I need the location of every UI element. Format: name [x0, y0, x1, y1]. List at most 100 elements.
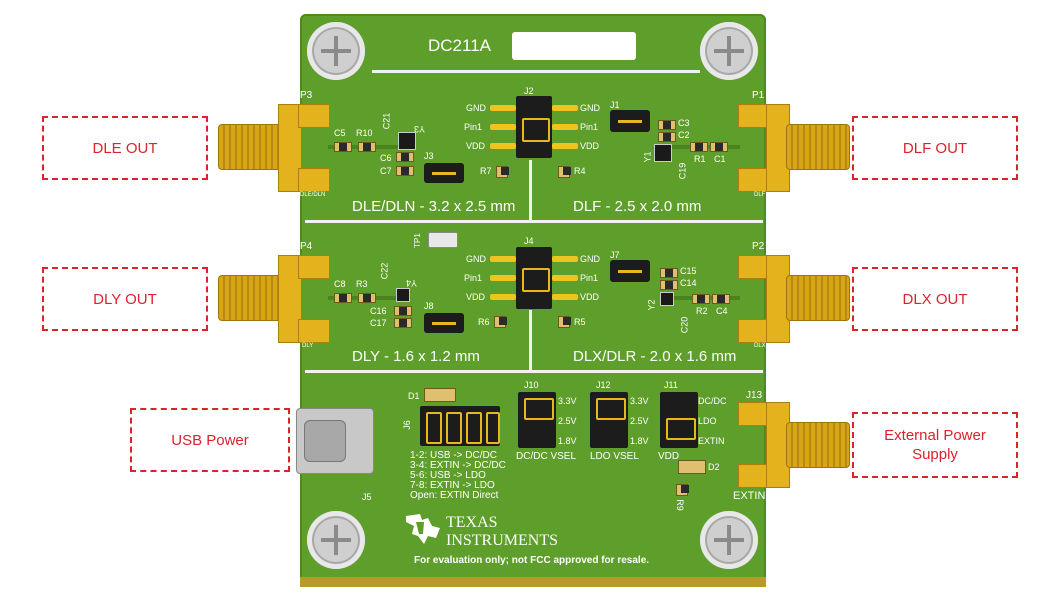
j2-label: J2: [524, 86, 534, 96]
j4-label: J4: [524, 236, 534, 246]
c2-label: C2: [678, 130, 690, 140]
c1-label: C1: [714, 154, 726, 164]
j6-label: J6: [401, 420, 412, 430]
port-p2-label: P2: [752, 241, 765, 252]
c7-label: C7: [380, 166, 392, 176]
external-power-label-line2: Supply: [912, 446, 958, 463]
port-p4-label: P4: [300, 241, 313, 252]
y1-crystal: [654, 144, 672, 162]
r3-component: [358, 293, 376, 303]
j6-legend-2: 3-4: EXTIN -> DC/DC: [410, 460, 506, 471]
board-title: DC211A: [428, 36, 491, 55]
j4-pin1-left: Pin1: [464, 273, 483, 283]
j6-jumper-cap-4: [486, 412, 500, 444]
mid-divider-2: [305, 370, 763, 373]
j10-vsel-label: DC/DC VSEL: [516, 451, 577, 462]
r4-component: [558, 166, 571, 178]
dly-out-label: DLY OUT: [93, 290, 157, 308]
j4-vdd-right: VDD: [580, 292, 600, 302]
c7-component: [396, 166, 414, 176]
y2-label: Y2: [646, 299, 657, 311]
sma-connector-p4-thread: [218, 275, 282, 321]
j2-pin-left-2: [490, 124, 516, 130]
sma-connector-j13-thread: [786, 422, 850, 468]
c16-component: [394, 306, 412, 316]
j10-1v8: 1.8V: [558, 436, 577, 446]
brand-texas: TEXAS: [446, 514, 498, 531]
center-divider-mid: [529, 310, 532, 370]
j12-vsel-label: LDO VSEL: [590, 451, 639, 462]
c2-component: [658, 132, 676, 142]
mounting-screw-bottom-left: [307, 511, 365, 569]
pcb-edge: [300, 577, 766, 587]
j11-jumper-cap: [666, 418, 696, 440]
j11-extin: EXTIN: [698, 436, 725, 446]
j6-legend-1: 1-2: USB -> DC/DC: [410, 450, 497, 461]
j2-gnd-left: GND: [466, 103, 486, 113]
sma-connector-p1-tab: [738, 104, 770, 128]
r10-component: [358, 142, 376, 152]
j6-legend-3: 5-6: USB -> LDO: [410, 470, 486, 481]
port-p1-label: P1: [752, 90, 765, 101]
dlx-out-callout: DLX OUT: [852, 267, 1018, 331]
c6-label: C6: [380, 153, 392, 163]
mounting-screw-bottom-right: [700, 511, 758, 569]
port-p3-sublabel: DLE/DLN: [300, 192, 326, 198]
c14-component: [660, 280, 678, 290]
sma-connector-j13-body: [766, 402, 790, 488]
sma-connector-j13-tab2: [738, 464, 770, 488]
external-power-label-line1: External Power: [884, 427, 986, 444]
dle-out-label: DLE OUT: [92, 139, 158, 157]
j12-2v5: 2.5V: [630, 416, 649, 426]
j2-pin-right-3: [552, 143, 578, 149]
j12-jumper-cap: [596, 398, 626, 420]
j4-jumper-cap: [522, 268, 550, 292]
port-p2-sublabel: DLX: [754, 343, 766, 349]
port-p4-sublabel: DLY: [302, 343, 314, 349]
j4-gnd-right: GND: [580, 254, 600, 264]
c8-component: [334, 293, 352, 303]
extin-label: EXTIN: [733, 490, 766, 502]
j12-1v8: 1.8V: [630, 436, 649, 446]
j4-pin-left-2: [490, 275, 516, 281]
y1-label: Y1: [642, 151, 653, 163]
j3-label: J3: [424, 151, 434, 161]
r9-label: R9: [674, 499, 685, 511]
d1-led: [424, 388, 456, 402]
j10-3v3: 3.3V: [558, 396, 577, 406]
j11-ldo: LDO: [698, 416, 717, 426]
j2-pin-left-3: [490, 143, 516, 149]
j4-pin-right-1: [552, 256, 578, 262]
section-dly-label: DLY - 1.6 x 1.2 mm: [352, 348, 480, 365]
c3-label: C3: [678, 118, 690, 128]
r5-component: [558, 316, 571, 328]
port-p1-sublabel: DLF: [754, 192, 766, 198]
r1-component: [690, 142, 708, 152]
r2-label: R2: [696, 306, 708, 316]
sma-connector-p1-tab2: [738, 168, 770, 192]
c21-label: C21: [381, 112, 392, 130]
j4-pin1-right: Pin1: [580, 273, 599, 283]
j6-legend-4: 7-8: EXTIN -> LDO: [410, 480, 495, 491]
dlf-out-label: DLF OUT: [902, 139, 968, 157]
j12-label: J12: [596, 380, 611, 390]
j6-jumper-cap-1: [426, 412, 442, 444]
c3-component: [658, 120, 676, 130]
section-dlx-label: DLX/DLR - 2.0 x 1.6 mm: [573, 348, 737, 365]
y3-crystal: [398, 132, 416, 150]
dly-out-callout: DLY OUT: [42, 267, 208, 331]
section-dlf-label: DLF - 2.5 x 2.0 mm: [573, 198, 702, 215]
sma-connector-p4-tab2: [298, 319, 330, 343]
port-p3-label: P3: [300, 90, 313, 101]
j13-label: J13: [746, 390, 763, 401]
top-divider: [372, 70, 700, 73]
j2-pin1-right: Pin1: [580, 122, 599, 132]
texas-instruments-logo-icon: [406, 514, 440, 544]
r7-label: R7: [480, 166, 492, 176]
mid-divider-1: [305, 220, 763, 223]
c17-label: C17: [370, 318, 387, 328]
j7-label: J7: [610, 250, 620, 260]
title-blank-label: [512, 32, 636, 60]
sma-connector-p2-tab: [738, 255, 770, 279]
j2-gnd-right: GND: [580, 103, 600, 113]
